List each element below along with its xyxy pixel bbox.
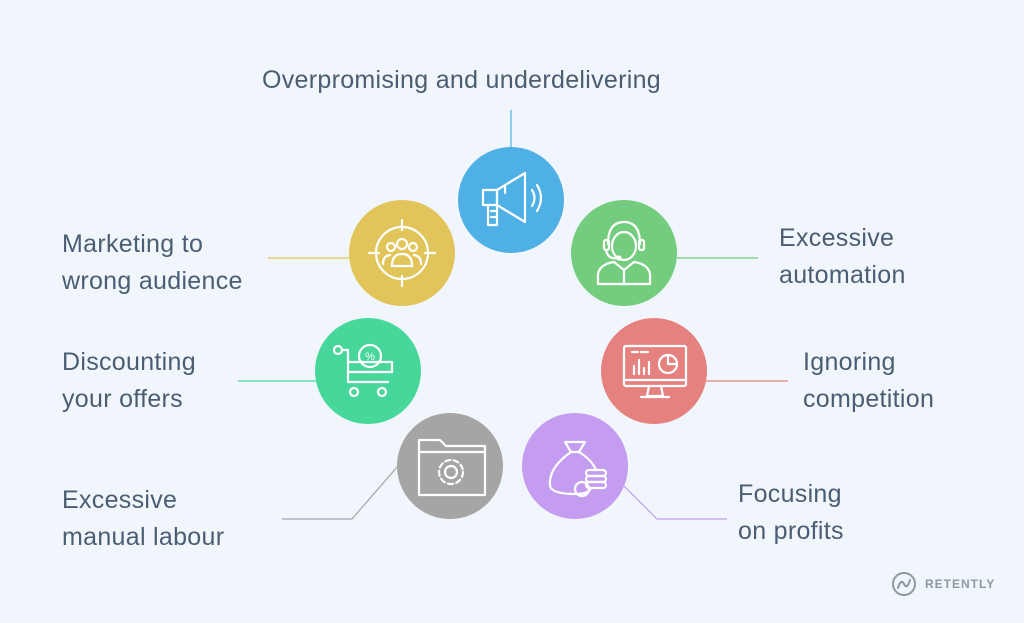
brand-logo: RETENTLY [889,570,995,598]
circle-automation [571,200,677,306]
connector-profits [622,484,727,520]
label-focusing-profits: Focusing on profits [738,480,844,545]
label-excessive-automation: Excessive automation [779,224,906,289]
megaphone-icon [481,171,543,227]
connector-manual [282,465,399,520]
discount-cart-icon: % [332,343,394,398]
brand-name: RETENTLY [925,577,996,591]
circle-top [458,147,564,253]
label-discounting-offers: Discounting your offers [62,348,196,413]
dashboard-monitor-icon [622,344,688,399]
retently-logo-icon [892,572,916,596]
svg-text:%: % [365,351,375,363]
label-overpromising: Overpromising and underdelivering [262,66,661,94]
circle-competition [601,318,707,424]
circle-profits [522,413,628,519]
label-marketing-wrong-audience: Marketing to wrong audience [62,230,243,295]
label-ignoring-competition: Ignoring competition [803,348,935,413]
audience-target-icon [367,218,437,288]
support-agent-icon [596,220,652,286]
money-bag-icon [548,440,608,498]
folder-gear-icon [417,438,487,497]
label-excessive-manual-labour: Excessive manual labour [62,486,225,551]
